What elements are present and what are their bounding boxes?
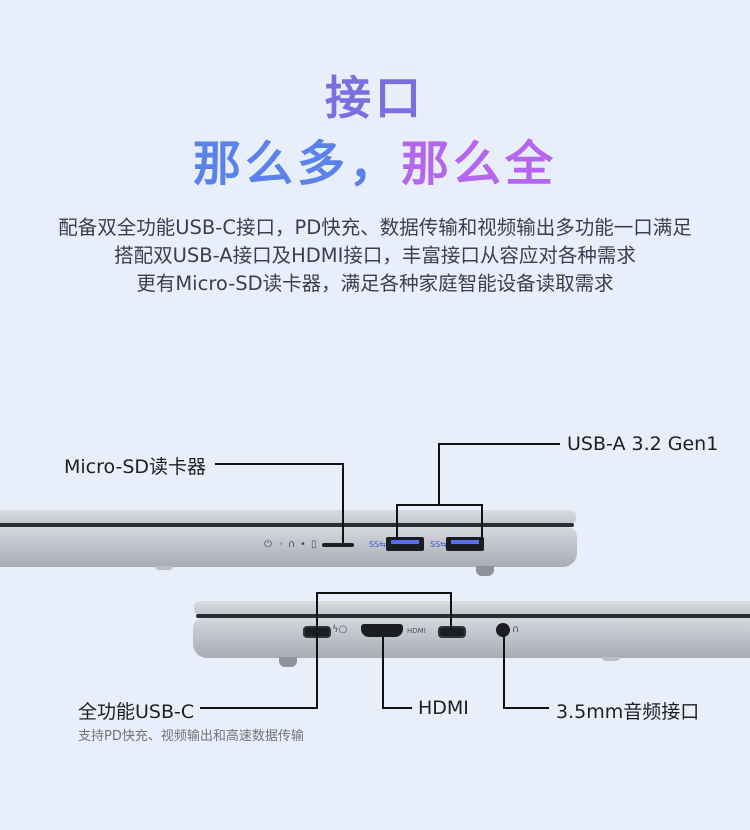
callout-line: [396, 504, 398, 540]
audio-jack: [496, 623, 510, 637]
laptop-base: [193, 618, 750, 658]
callout-line: [503, 707, 549, 709]
laptop-foot: [476, 566, 494, 576]
callout-line: [450, 592, 452, 630]
description-line: 更有Micro-SD读卡器，满足各种家庭智能设备读取需求: [136, 272, 614, 295]
page-title: 接口: [325, 71, 425, 125]
headphone-icon: ∩: [512, 624, 520, 635]
description-line: 配备双全功能USB-C接口，PD快充、数据传输和视频输出多功能一口满足: [58, 216, 692, 239]
label-micro-sd: Micro-SD读卡器: [64, 456, 207, 478]
callout-line: [382, 707, 412, 709]
usb-c-port: [438, 626, 466, 638]
laptop-foot: [155, 566, 173, 570]
label-hdmi: HDMI: [418, 697, 469, 719]
callout-line: [396, 504, 482, 506]
hdmi-tag: HDMI: [407, 627, 426, 635]
callout-line: [316, 592, 452, 594]
callout-line: [382, 636, 384, 708]
laptop-lid: [194, 601, 750, 614]
laptop-foot: [279, 657, 297, 667]
label-audio: 3.5mm音频接口: [556, 701, 700, 723]
callout-line: [215, 463, 343, 465]
callout-line: [481, 504, 483, 540]
sd-card-icon: ▯: [311, 539, 317, 550]
usb-a-port: [446, 537, 484, 551]
usb-ss-icon: SS⇆: [369, 540, 386, 549]
description-line: 搭配双USB-A接口及HDMI接口，丰富接口从容应对各种需求: [114, 244, 636, 267]
hdmi-port: [361, 624, 403, 637]
indicator-dot-icon: •: [278, 539, 284, 550]
laptop-lid: [0, 510, 576, 523]
laptop-hinge-gap: [196, 614, 750, 618]
headset-icon: ∩: [288, 539, 296, 550]
laptop-foot: [602, 657, 620, 661]
callout-line: [200, 707, 318, 709]
usb-a-port: [386, 537, 424, 551]
charge-icon: ϟ○: [332, 624, 348, 635]
label-usb-c-sub: 支持PD快充、视频输出和高速数据传输: [78, 729, 304, 744]
callout-line: [438, 443, 560, 445]
callout-line: [503, 636, 505, 708]
callout-line: [316, 634, 318, 708]
callout-line: [316, 592, 318, 630]
label-usb-a: USB-A 3.2 Gen1: [567, 433, 719, 455]
subtitle-part2: 那么全: [401, 136, 558, 192]
laptop-hinge-gap: [0, 523, 574, 527]
micro-sd-slot: [322, 543, 354, 547]
description: 配备双全功能USB-C接口，PD快充、数据传输和视频输出多功能一口满足 搭配双U…: [0, 214, 750, 298]
callout-line: [342, 463, 344, 543]
label-usb-c: 全功能USB-C: [78, 701, 195, 723]
subtitle-part1: 那么多，: [192, 136, 401, 192]
power-icon: ⏻: [264, 539, 272, 550]
callout-line: [438, 443, 440, 505]
usb-charge-icon: SS⇆: [430, 540, 447, 549]
page-subtitle: 那么多，那么全: [0, 124, 750, 194]
indicator-dot-icon: •: [300, 539, 306, 550]
